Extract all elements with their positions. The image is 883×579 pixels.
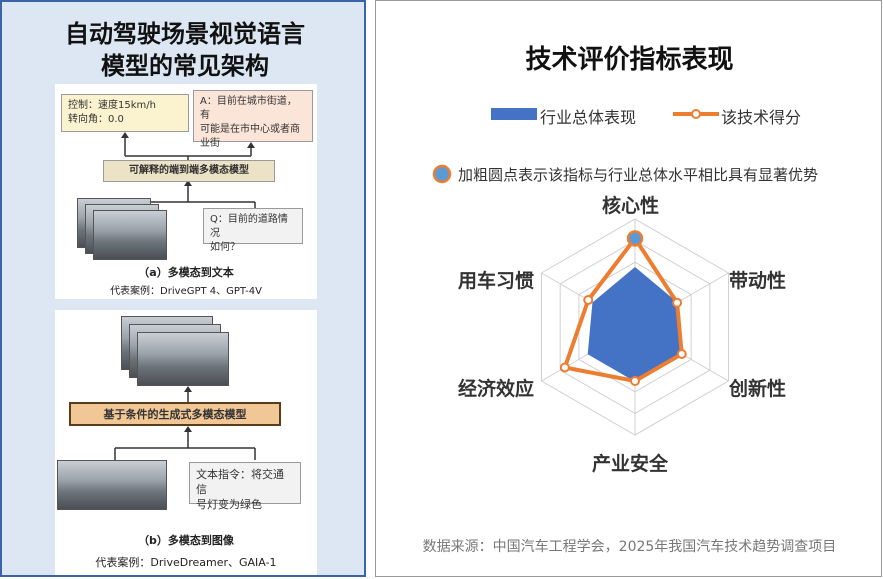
axis-label-driving: 带动性 xyxy=(729,270,787,292)
figure-b-caption: （b）多模态到图像 xyxy=(138,534,234,547)
figure-a-examples: 代表案例：DriveGPT 4、GPT-4V xyxy=(110,286,262,297)
control-line-1: 控制：速度15km/h xyxy=(68,100,156,111)
answer-line-1: A：目前在城市街道，有 xyxy=(200,96,297,121)
axis-label-core: 核心性 xyxy=(602,195,660,217)
figure-b-arrows xyxy=(114,386,256,460)
score-marker xyxy=(672,297,683,308)
interpretable-model-box: 可解释的端到端多模态模型 xyxy=(103,160,275,182)
highlight-note: 加粗圆点表示该指标与行业总体水平相比具有显著优势 xyxy=(458,166,819,184)
legend-swatch-score xyxy=(673,109,719,119)
left-title-line1: 自动驾驶场景视觉语言 xyxy=(65,20,305,48)
question-line-1: Q：目前的道路情况 xyxy=(210,214,288,239)
control-line-2: 转向角：0.0 xyxy=(68,114,124,125)
left-panel: 自动驾驶场景视觉语言 模型的常见架构 控制：速度15km/h 转向角：0.0 A… xyxy=(0,0,366,577)
figure-a: 控制：速度15km/h 转向角：0.0 A：目前在城市街道，有 可能是在市中心或… xyxy=(55,84,317,299)
axis-label-economic: 经济效应 xyxy=(458,378,535,400)
generative-model-box: 基于条件的生成式多模态模型 xyxy=(69,402,281,426)
question-box: Q：目前的道路情况 如何？ xyxy=(203,208,303,253)
radar-chart xyxy=(540,218,730,436)
answer-box: A：目前在城市街道，有 可能是在市中心或者商 业街 xyxy=(193,90,313,149)
legend-label-industry: 行业总体表现 xyxy=(540,108,637,127)
score-marker xyxy=(630,376,640,386)
figure-b-examples: 代表案例：DriveDreamer、GAIA-1 xyxy=(95,556,277,569)
score-marker xyxy=(583,295,594,305)
figure-b: 基于条件的生成式多模态模型 文本指令：将交通信 号灯变为绿色 （b）多模态到图像… xyxy=(55,310,317,575)
right-panel: 技术评价指标表现 行业总体表现 该技术得分 加粗圆点表示该指标与行业总体水平相比… xyxy=(375,0,882,577)
score-marker xyxy=(676,349,687,359)
figure-a-caption: （a）多模态到文本 xyxy=(138,266,234,279)
score-marker xyxy=(559,362,570,373)
control-output-box: 控制：速度15km/h 转向角：0.0 xyxy=(61,94,189,132)
axis-label-industry-security: 产业安全 xyxy=(592,453,669,475)
chart-title: 技术评价指标表现 xyxy=(525,45,734,75)
figure-a-arrows xyxy=(121,132,256,208)
street-input-image xyxy=(57,460,167,510)
question-line-2: 如何？ xyxy=(210,242,240,253)
highlight-dot-icon xyxy=(432,164,452,184)
legend-label-score: 该技术得分 xyxy=(721,108,802,127)
camera-frame-front xyxy=(93,210,167,260)
score-marker-highlighted xyxy=(626,230,644,247)
answer-line-3: 业街 xyxy=(200,138,220,149)
generated-frame-front xyxy=(137,332,229,386)
instruction-box: 文本指令：将交通信 号灯变为绿色 xyxy=(189,462,301,511)
instruction-line-1: 文本指令：将交通信 xyxy=(196,468,284,496)
axis-label-innovation: 创新性 xyxy=(729,378,787,400)
left-title-line2: 模型的常见架构 xyxy=(101,52,269,80)
answer-line-2: 可能是在市中心或者商 xyxy=(200,124,300,135)
axis-label-usage-habit: 用车习惯 xyxy=(458,270,535,292)
legend-swatch-industry xyxy=(491,108,537,120)
instruction-line-2: 号灯变为绿色 xyxy=(196,498,262,511)
data-source: 数据来源：中国汽车工程学会，2025年我国汽车技术趋势调查项目 xyxy=(422,539,837,555)
